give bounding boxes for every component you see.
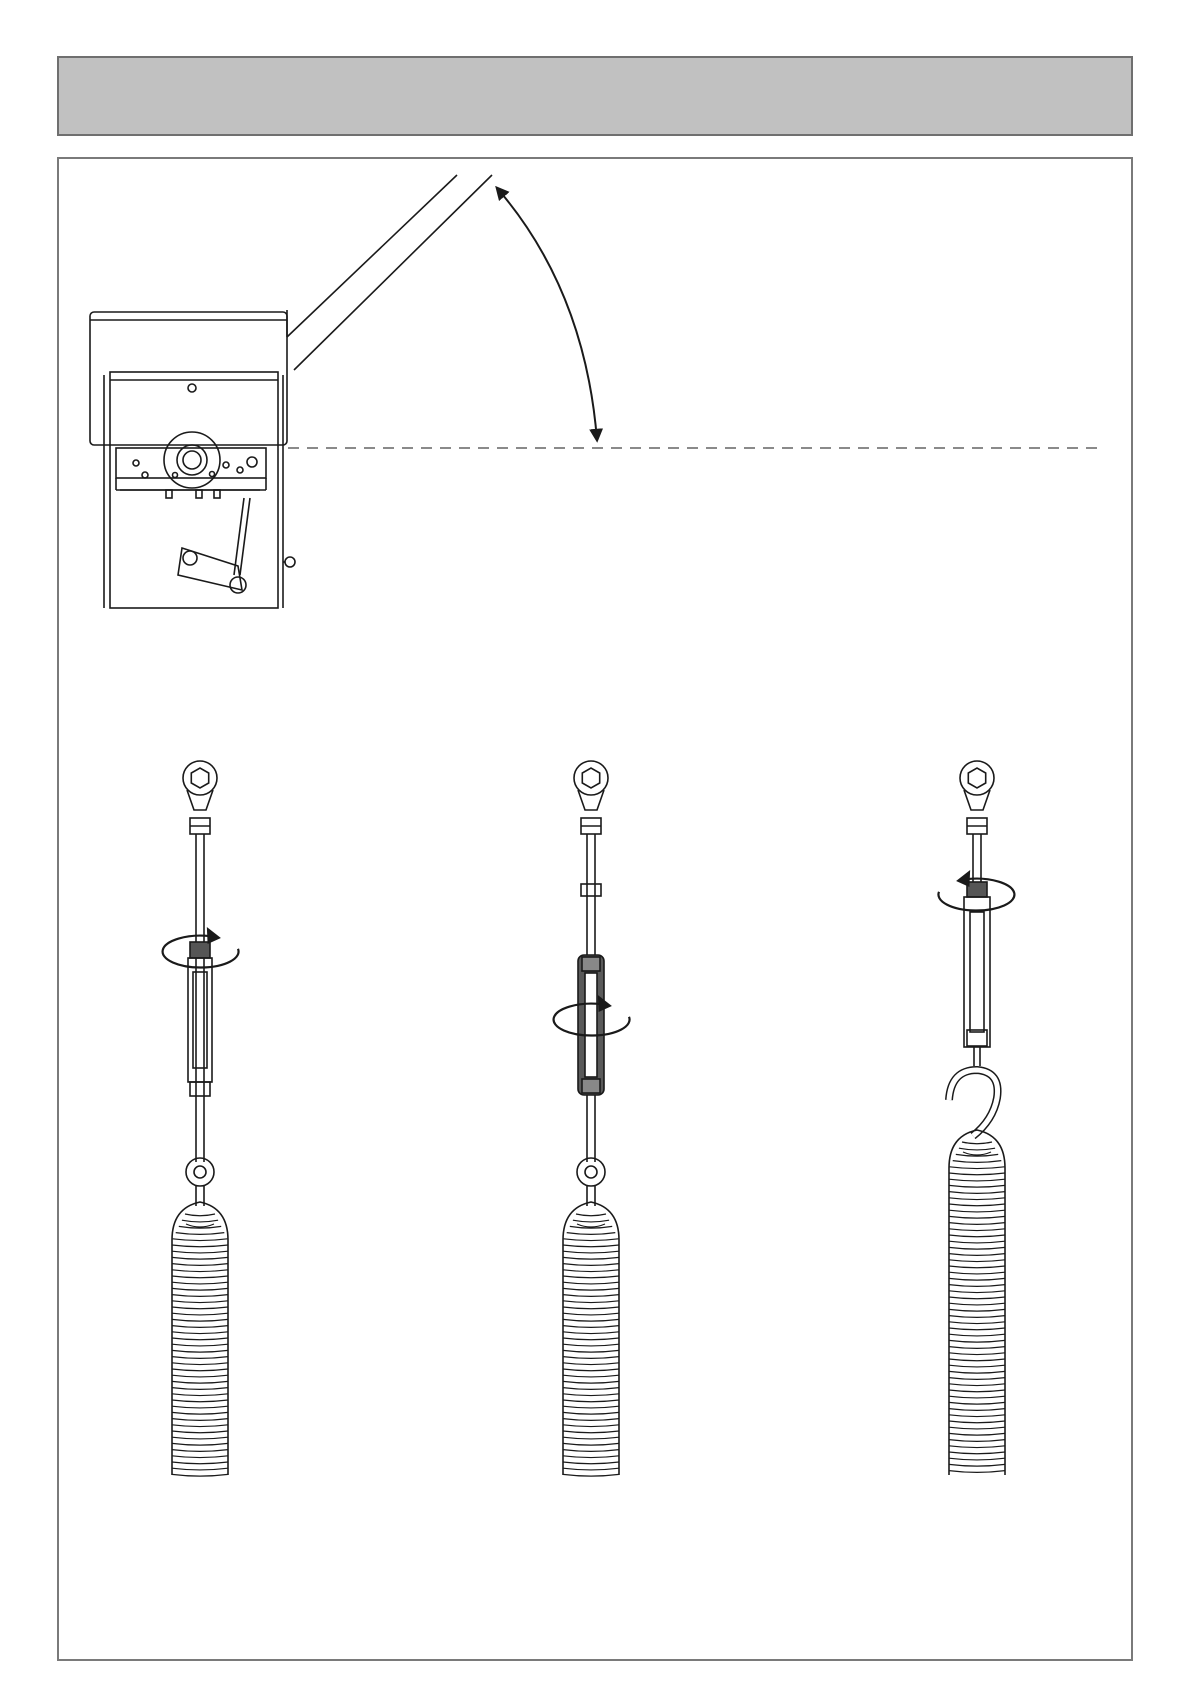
adjustment-step-2	[554, 761, 630, 1476]
spring-eye-icon	[577, 1158, 605, 1206]
lock-nut-icon	[581, 884, 601, 896]
barrier-figure	[90, 175, 1103, 608]
lock-nut-highlighted-icon	[190, 942, 210, 958]
barrier-cabinet-icon	[90, 312, 295, 608]
lock-nut-highlighted-icon	[967, 882, 987, 897]
extension-spring-icon	[949, 1130, 1005, 1475]
turnbuckle-icon	[964, 897, 990, 1047]
boom-arm-icon	[287, 175, 492, 370]
eye-bolt-icon	[183, 761, 217, 810]
adjustment-step-3	[938, 761, 1014, 1475]
eye-bolt-icon	[960, 761, 994, 810]
extension-spring-icon	[563, 1202, 619, 1476]
adjustment-step-1	[163, 761, 239, 1476]
s-hook-icon	[949, 1046, 998, 1136]
turnbuckle-icon	[188, 958, 212, 1096]
turnbuckle-highlighted-icon	[578, 955, 604, 1095]
eye-bolt-icon	[574, 761, 608, 810]
extension-spring-icon	[172, 1202, 228, 1476]
rotation-angle-arrow-icon	[497, 188, 597, 440]
spring-eye-icon	[186, 1158, 214, 1206]
